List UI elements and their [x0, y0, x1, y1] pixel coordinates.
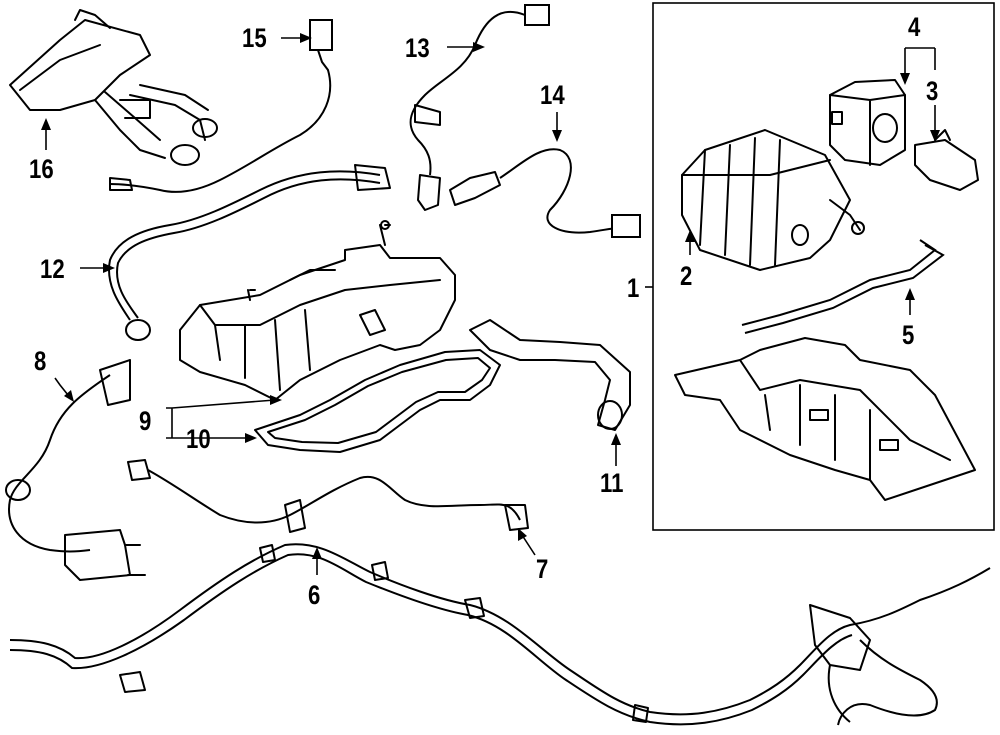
callout-13: 13 [405, 33, 430, 63]
part-6-vapor-line [9, 543, 991, 726]
part-15-sensor [109, 19, 333, 193]
part-14-oxygen-sensor [449, 148, 641, 238]
callout-3: 3 [926, 76, 939, 106]
part-5-tube [741, 239, 945, 334]
part-2-canister [681, 129, 865, 271]
part-12-hose [108, 164, 391, 341]
callout-11: 11 [600, 468, 624, 498]
callout-14: 14 [540, 80, 565, 110]
callout-2: 2 [680, 261, 693, 291]
callout-1: 1 [627, 273, 640, 303]
callout-10: 10 [186, 424, 211, 454]
callout-15: 15 [242, 23, 267, 53]
canister-assembly-box [652, 2, 995, 531]
part-13-oxygen-sensor [409, 4, 550, 211]
callout-9: 9 [139, 406, 152, 436]
part-3-sensor [914, 129, 979, 191]
callout-5: 5 [902, 320, 915, 350]
part-11-hose [469, 319, 631, 431]
leader-lines [41, 33, 940, 575]
part-4-valve [829, 79, 906, 166]
callout-7: 7 [536, 554, 549, 584]
callout-6: 6 [308, 580, 321, 610]
callout-16: 16 [29, 154, 54, 184]
part-8-vent-hose [5, 359, 146, 581]
part-16-bracket-hoses [9, 9, 218, 166]
part-7-purge-line [127, 459, 529, 533]
callout-4: 4 [908, 12, 921, 42]
callout-8: 8 [34, 346, 47, 376]
part-9-module [179, 220, 456, 401]
part-10-gasket [254, 349, 501, 453]
canister-tray [674, 337, 976, 501]
callout-12: 12 [40, 254, 65, 284]
